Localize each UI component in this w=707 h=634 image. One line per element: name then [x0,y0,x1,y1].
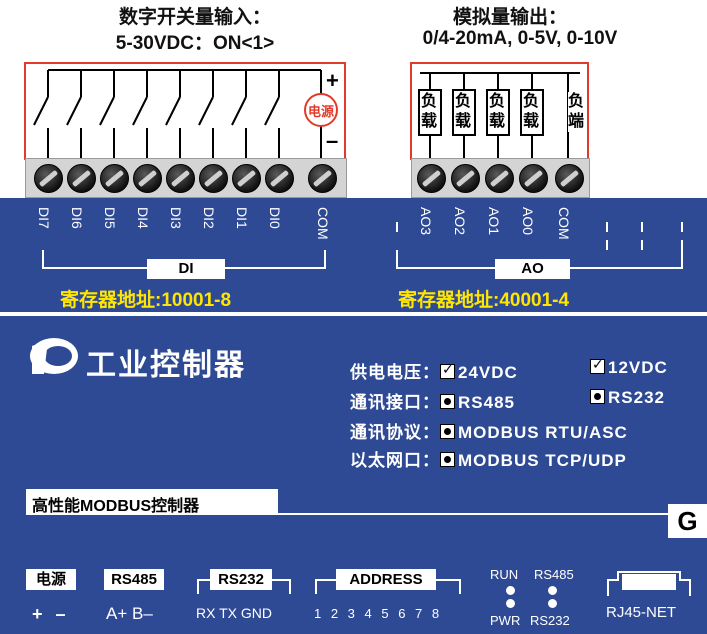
radio-dot-icon [440,424,455,439]
led-pwr-label: PWR [490,613,521,628]
power-source-label: 电源 [307,104,334,119]
spec-option: MODBUS TCP/UDP [458,451,627,470]
spec-option: RS485 [458,393,515,412]
checkbox-checked-icon [440,361,455,379]
plus-sign: + [326,68,339,93]
rs232-pins: RX TX GND [196,605,272,621]
load-negative-end: 负端 [568,92,586,132]
screw-terminal-icon [199,164,228,193]
screw-terminal-icon [265,164,294,193]
screw-terminal-icon [555,164,584,193]
checkbox-checked-icon [590,356,605,374]
spec-option: 12VDC [608,358,668,377]
spec-row-protocol: 通讯协议： MODBUS RTU/ASC [350,418,628,443]
spec-row-power: 供电电压： 24VDC [350,358,518,383]
spec-option: MODBUS RTU/ASC [458,423,628,442]
screw-terminal-icon [485,164,514,193]
terminal-label-panel [0,198,707,312]
led-run-label: RUN [490,567,519,582]
spec-option: 24VDC [458,363,518,382]
address-switch-label: ADDRESS [336,569,436,590]
screw-terminal-icon [133,164,162,193]
brand-name: 工业控制器 [86,349,246,382]
screw-terminal-icon [308,164,337,193]
di-title-line2: 5-30VDC：ON<1> [115,33,275,54]
rs485-pins: A+ B– [106,604,153,623]
minus-sign: – [326,128,339,153]
screw-terminal-icon [100,164,129,193]
load-4: 负载 [523,93,540,130]
radio-dot-icon [440,452,455,467]
ao-group-label: AO [495,259,570,279]
spec-option: RS232 [608,388,665,407]
load-2: 负载 [455,93,472,130]
address-pins: 1 2 3 4 5 6 7 8 [314,606,443,621]
power-port-label: 电源 [26,569,76,590]
product-name: 高性能MODBUS控制器 [32,498,200,515]
spec-label: 供电电压： [350,363,440,382]
spec-row-ethernet: 以太网口： MODBUS TCP/UDP [350,446,627,471]
load-1: 负载 [421,93,438,130]
ao-terminal-block [411,158,590,198]
run-led-icon [506,586,515,595]
screw-terminal-icon [417,164,446,193]
screw-terminal-icon [451,164,480,193]
rj45-port-icon [607,571,691,596]
load-3: 负载 [489,93,506,130]
screw-terminal-icon [67,164,96,193]
screw-terminal-icon [166,164,195,193]
spec-option-12v: 12VDC [590,356,668,378]
rj45-label: RJ45-NET [606,604,677,621]
led-rs232-label: RS232 [530,613,570,628]
divider-line [278,513,670,515]
pwr-led-icon [506,599,515,608]
wiring-diagram [24,62,589,160]
radio-dot-icon [440,394,455,409]
ground-terminal-label: G [668,504,707,538]
ao-title-line2: 0/4-20mA, 0-5V, 0-10V [422,28,618,49]
screw-terminal-icon [232,164,261,193]
rs232-port-label: RS232 [210,569,272,590]
spec-label: 通讯协议： [350,423,440,442]
di-title-line1: 数字开关量输入： [118,7,271,28]
di-group-label: DI [147,259,225,279]
ao-register-address: 寄存器地址:40001-4 [398,290,570,311]
di-terminal-block [25,158,347,198]
spec-label: 通讯接口： [350,393,440,412]
company-logo-icon [30,338,78,374]
radio-dot-icon [590,389,605,404]
led-rs485-label: RS485 [534,567,574,582]
product-name-box [26,489,278,515]
spec-row-interface: 通讯接口： RS485 [350,388,515,413]
rs232-led-icon [548,599,557,608]
rs485-port-label: RS485 [104,569,164,590]
rs485-led-icon [548,586,557,595]
power-pins: + – [32,604,70,624]
screw-terminal-icon [519,164,548,193]
spec-option-rs232: RS232 [590,388,665,408]
spec-label: 以太网口： [350,451,440,470]
screw-terminal-icon [34,164,63,193]
di-register-address: 寄存器地址:10001-8 [60,290,232,311]
ao-title-line1: 模拟量输出： [452,7,567,28]
